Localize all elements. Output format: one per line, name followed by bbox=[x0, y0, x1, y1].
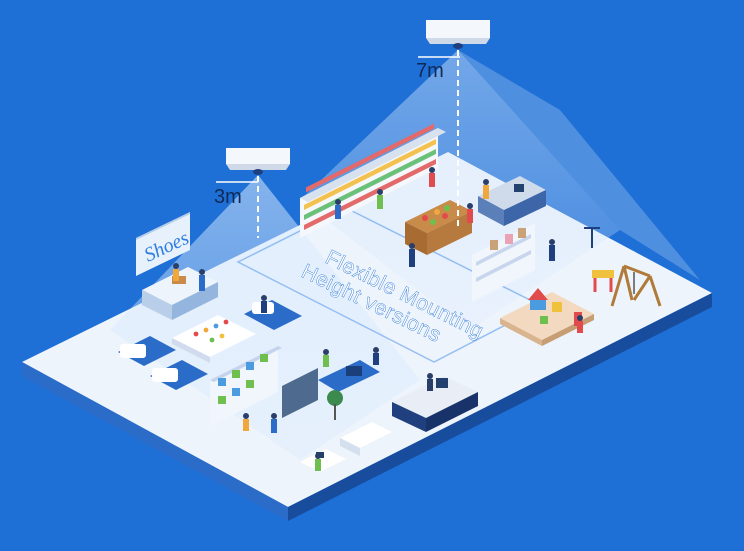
ceiling-sensor-low bbox=[226, 148, 290, 175]
display-shelves bbox=[210, 346, 282, 426]
kids-table bbox=[592, 270, 614, 292]
people bbox=[173, 167, 583, 471]
height-label-7m: 7m bbox=[416, 60, 444, 82]
height-indicator-low: 3m bbox=[214, 176, 259, 238]
reception-desk bbox=[392, 376, 478, 432]
wall-rail bbox=[584, 227, 600, 248]
toy-shelf bbox=[472, 223, 535, 302]
height-indicator-high: 7m bbox=[416, 50, 460, 230]
checkout-counter bbox=[478, 176, 546, 226]
swing-set bbox=[610, 264, 662, 307]
shoe-display bbox=[172, 315, 256, 363]
lounge-area bbox=[282, 360, 380, 420]
ceiling-sensor-high bbox=[426, 20, 490, 49]
sofa bbox=[340, 422, 392, 456]
height-label-3m: 3m bbox=[214, 186, 242, 208]
